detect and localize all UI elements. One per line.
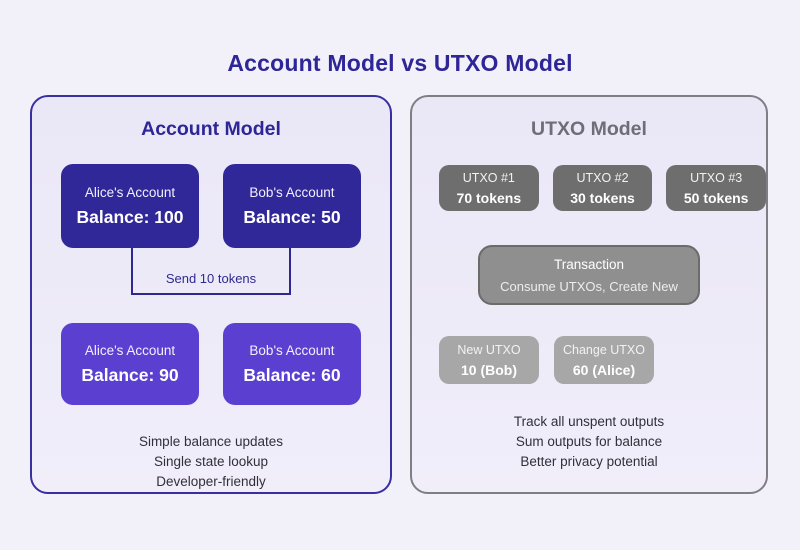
- change-utxo-box: Change UTXO 60 (Alice): [554, 336, 654, 384]
- utxo-amount: 60 (Alice): [572, 361, 636, 378]
- transaction-subtitle: Consume UTXOs, Create New: [500, 278, 678, 294]
- utxo-outputs-row: New UTXO 10 (Bob) Change UTXO 60 (Alice): [412, 336, 766, 384]
- account-name: Alice's Account: [84, 342, 176, 358]
- feature-item: Sum outputs for balance: [515, 434, 663, 449]
- utxo-amount: 10 (Bob): [461, 361, 517, 378]
- utxo-model-panel: UTXO Model UTXO #1 70 tokens UTXO #2 30 …: [410, 95, 768, 494]
- account-name: Bob's Account: [249, 342, 335, 358]
- feature-item: Developer-friendly: [156, 474, 266, 489]
- utxo-amount: 30 tokens: [570, 189, 635, 206]
- account-name: Bob's Account: [249, 184, 335, 200]
- feature-item: Better privacy potential: [520, 454, 658, 469]
- account-name: Alice's Account: [84, 184, 176, 200]
- new-utxo-box: New UTXO 10 (Bob): [439, 336, 539, 384]
- utxo-id: UTXO #1: [462, 170, 515, 185]
- utxo-box-3: UTXO #3 50 tokens: [666, 165, 767, 211]
- account-balance: Balance: 60: [243, 364, 341, 385]
- account-row-before: Alice's Account Balance: 100 Bob's Accou…: [32, 164, 390, 248]
- account-panel-title: Account Model: [141, 118, 281, 140]
- utxo-amount: 70 tokens: [456, 189, 522, 206]
- account-box-alice-before: Alice's Account Balance: 100: [61, 164, 199, 248]
- utxo-id: New UTXO: [457, 342, 521, 357]
- transaction-title: Transaction: [553, 256, 625, 272]
- feature-item: Simple balance updates: [138, 434, 284, 449]
- transaction-box: Transaction Consume UTXOs, Create New: [478, 245, 700, 305]
- account-balance: Balance: 50: [243, 206, 341, 227]
- account-balance: Balance: 90: [81, 364, 179, 385]
- account-row-after: Alice's Account Balance: 90 Bob's Accoun…: [32, 323, 390, 405]
- utxo-box-2: UTXO #2 30 tokens: [552, 165, 653, 211]
- feature-item: Single state lookup: [153, 454, 269, 469]
- utxo-panel-title: UTXO Model: [531, 118, 647, 140]
- transfer-bracket-connector: Send 10 tokens: [131, 248, 291, 295]
- account-box-alice-after: Alice's Account Balance: 90: [61, 323, 199, 405]
- account-model-panel: Account Model Alice's Account Balance: 1…: [30, 95, 392, 494]
- utxo-features-list: Track all unspent outputs Sum outputs fo…: [412, 412, 766, 472]
- account-box-bob-before: Bob's Account Balance: 50: [223, 164, 361, 248]
- utxo-inputs-row: UTXO #1 70 tokens UTXO #2 30 tokens UTXO…: [412, 165, 767, 211]
- feature-item: Track all unspent outputs: [513, 414, 665, 429]
- account-box-bob-after: Bob's Account Balance: 60: [223, 323, 361, 405]
- utxo-id: UTXO #2: [576, 170, 629, 185]
- transfer-label: Send 10 tokens: [165, 271, 257, 286]
- utxo-id: UTXO #3: [690, 170, 743, 185]
- utxo-box-1: UTXO #1 70 tokens: [439, 165, 539, 211]
- utxo-amount: 50 tokens: [683, 189, 749, 206]
- utxo-id: Change UTXO: [563, 342, 645, 357]
- page-title: Account Model vs UTXO Model: [227, 50, 573, 76]
- account-balance: Balance: 100: [76, 206, 184, 227]
- account-features-list: Simple balance updates Single state look…: [32, 432, 390, 492]
